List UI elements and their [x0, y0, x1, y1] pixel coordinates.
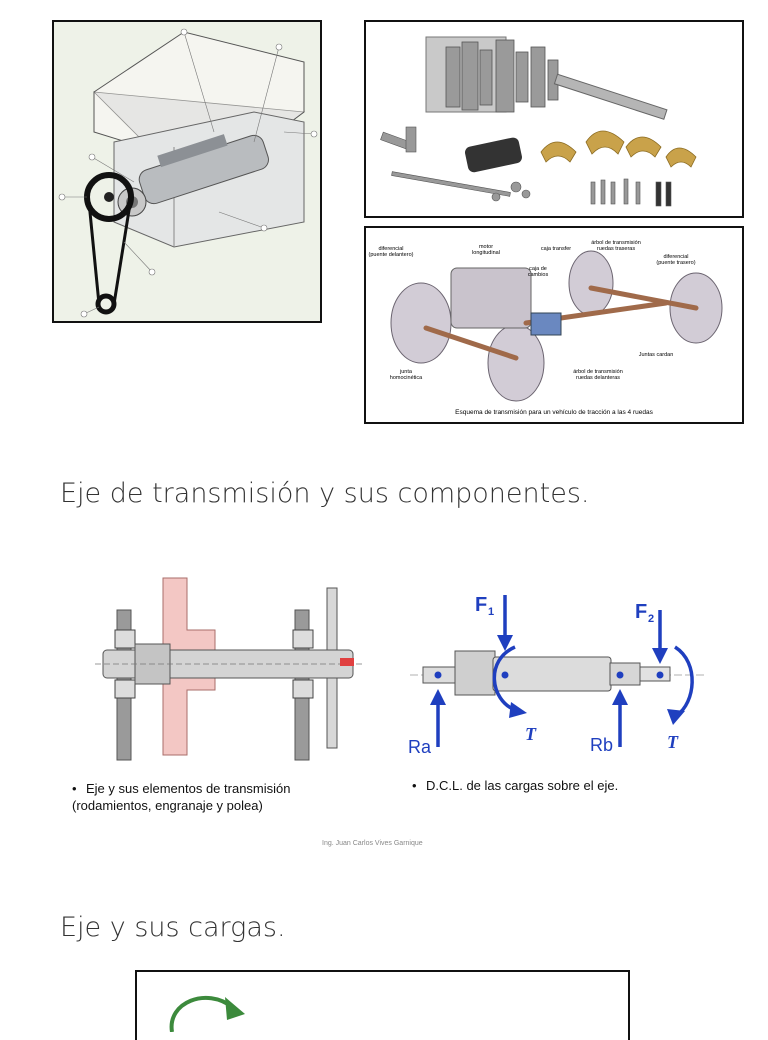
f2-subscript: 2: [648, 613, 654, 625]
engine-block: [450, 267, 532, 329]
point-f2: [656, 671, 664, 679]
bullet-left: •Eje y sus elementos de transmisión (rod…: [72, 781, 291, 813]
author-credit: Ing. Juan Carlos Vives Garnique: [322, 840, 423, 847]
bullet-right-text: D.C.L. de las cargas sobre el eje.: [426, 778, 619, 793]
loads-figure-frame: [135, 970, 630, 1040]
ra-label: Ra: [408, 737, 432, 757]
green-rotation-arrow: [169, 996, 245, 1033]
shaft-assembly-drawing: [95, 577, 365, 761]
section-title-cargas: Eje y sus cargas.: [60, 912, 286, 943]
dcl-collar: [454, 650, 496, 696]
diagram-caption: Esquema de transmisión para un vehículo …: [455, 409, 653, 416]
torque-label-right: T: [667, 732, 679, 752]
point-f1: [501, 671, 509, 679]
gearbox-drawing: [380, 36, 697, 207]
hopper-shaft-image: [52, 20, 322, 323]
bullet-right: •D.C.L. de las cargas sobre el eje.: [412, 778, 619, 793]
dcl-shaft: [492, 656, 612, 692]
f1-subscript: 1: [488, 606, 494, 618]
label-diff-rear: diferencial(puente trasero): [656, 254, 695, 266]
label-caja-transfer: caja transfer: [541, 246, 571, 252]
f1-label: F: [475, 594, 487, 616]
torque-arrow-left: [492, 645, 516, 712]
gearbox-photo: [364, 20, 744, 218]
label-diff-front: diferencial(puente delantero): [369, 246, 414, 258]
front-right-wheel: [487, 324, 545, 402]
hopper-shaft-drawing: [58, 28, 318, 318]
front-left-wheel: [390, 282, 452, 364]
dcl-diagram: F 1 F 2 Ra Rb T T: [408, 594, 705, 757]
point-ra: [434, 671, 442, 679]
torque-arrow-right: [673, 645, 694, 717]
transfer-case: [530, 312, 562, 336]
rear-left-wheel: [568, 250, 614, 316]
bullet-left-text: Eje y sus elementos de transmisión (roda…: [72, 781, 291, 813]
torque-label-left: T: [525, 724, 537, 744]
label-juntas-cardan: Juntas cardan: [639, 352, 674, 358]
point-rb: [616, 671, 624, 679]
rb-label: Rb: [590, 735, 613, 755]
f2-label: F: [635, 601, 647, 623]
section-title-transmision: Eje de transmisión y sus componentes.: [60, 478, 590, 509]
